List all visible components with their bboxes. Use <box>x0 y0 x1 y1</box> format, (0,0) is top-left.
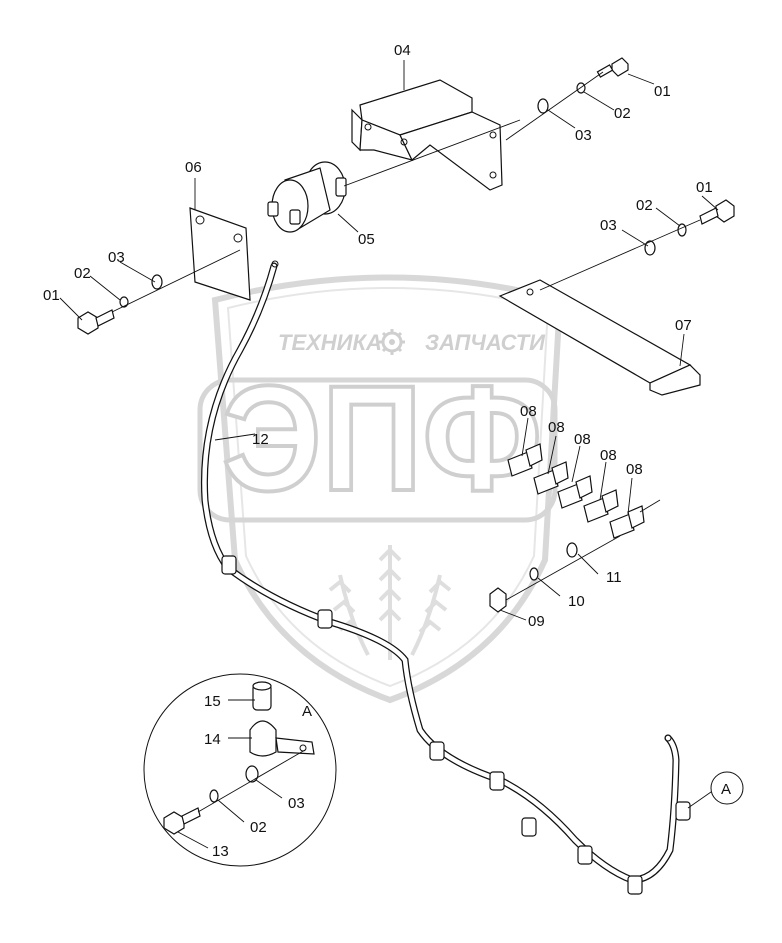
watermark-big-text: ЭПФ <box>222 354 542 522</box>
label-08-c: 08 <box>574 431 591 448</box>
washer-11 <box>566 542 578 558</box>
bolt-01-right <box>699 199 735 225</box>
bracket-04 <box>351 79 503 191</box>
label-04: 04 <box>394 42 411 59</box>
callout-a-letter: A <box>721 781 731 798</box>
label-01-left: 01 <box>43 287 60 304</box>
label-01-top: 01 <box>654 83 671 100</box>
bracket-07 <box>498 279 701 396</box>
washer-03-top <box>537 98 549 114</box>
bolts-08 <box>507 443 661 539</box>
label-08-b: 08 <box>548 419 565 436</box>
gear-icon <box>379 329 405 355</box>
label-02-left: 02 <box>74 265 91 282</box>
washer-02-top <box>576 82 586 94</box>
label-08-e: 08 <box>626 461 643 478</box>
washer-03-left <box>151 274 163 290</box>
label-01-right: 01 <box>696 179 713 196</box>
watermark: ТЕХНИКА ЗАПЧАСТИ ЭПФ <box>197 274 564 704</box>
watermark-banner <box>197 377 558 523</box>
watermark-shield-outline <box>211 274 564 704</box>
label-03-right: 03 <box>600 217 617 234</box>
cable-12 <box>200 260 680 884</box>
label-13: 13 <box>212 843 229 860</box>
callout-a <box>710 771 744 805</box>
plate-06 <box>189 207 251 301</box>
sleeve-15 <box>252 681 272 711</box>
label-15: 15 <box>204 693 221 710</box>
watermark-shield-inner <box>226 287 550 688</box>
label-09: 09 <box>528 613 545 630</box>
watermark-right-text: ЗАПЧАСТИ <box>425 330 546 355</box>
label-07: 07 <box>675 317 692 334</box>
washer-03-detail <box>245 765 259 783</box>
label-05: 05 <box>358 231 375 248</box>
part-labels: 04 01 02 03 05 06 03 02 01 01 02 03 07 1… <box>43 42 713 860</box>
leader-lines <box>59 60 719 849</box>
label-03-top: 03 <box>575 127 592 144</box>
watermark-left-text: ТЕХНИКА <box>278 330 382 355</box>
washer-02-left <box>119 296 129 308</box>
cable-clamp <box>221 555 691 895</box>
label-08-a: 08 <box>520 403 537 420</box>
watermark-wheat-icon <box>328 545 452 660</box>
bolt-01-top <box>596 57 629 78</box>
label-11: 11 <box>606 569 622 586</box>
nut-09 <box>489 587 507 613</box>
label-03-detail: 03 <box>288 795 305 812</box>
washer-10 <box>529 567 539 581</box>
label-14: 14 <box>204 731 221 748</box>
label-02-top: 02 <box>614 105 631 122</box>
label-12: 12 <box>252 431 269 448</box>
washer-03-right <box>644 240 656 256</box>
detail-view-letter: A <box>302 703 312 720</box>
bolt-13 <box>163 807 201 835</box>
label-03-left: 03 <box>108 249 125 266</box>
label-08-d: 08 <box>600 447 617 464</box>
washer-02-detail <box>209 789 219 803</box>
label-10: 10 <box>568 593 585 610</box>
bolt-01-left <box>77 309 115 335</box>
label-02-detail: 02 <box>250 819 267 836</box>
label-02-right: 02 <box>636 197 653 214</box>
label-06: 06 <box>185 159 202 176</box>
switch-05 <box>267 119 521 233</box>
detail-view-a <box>143 673 337 867</box>
